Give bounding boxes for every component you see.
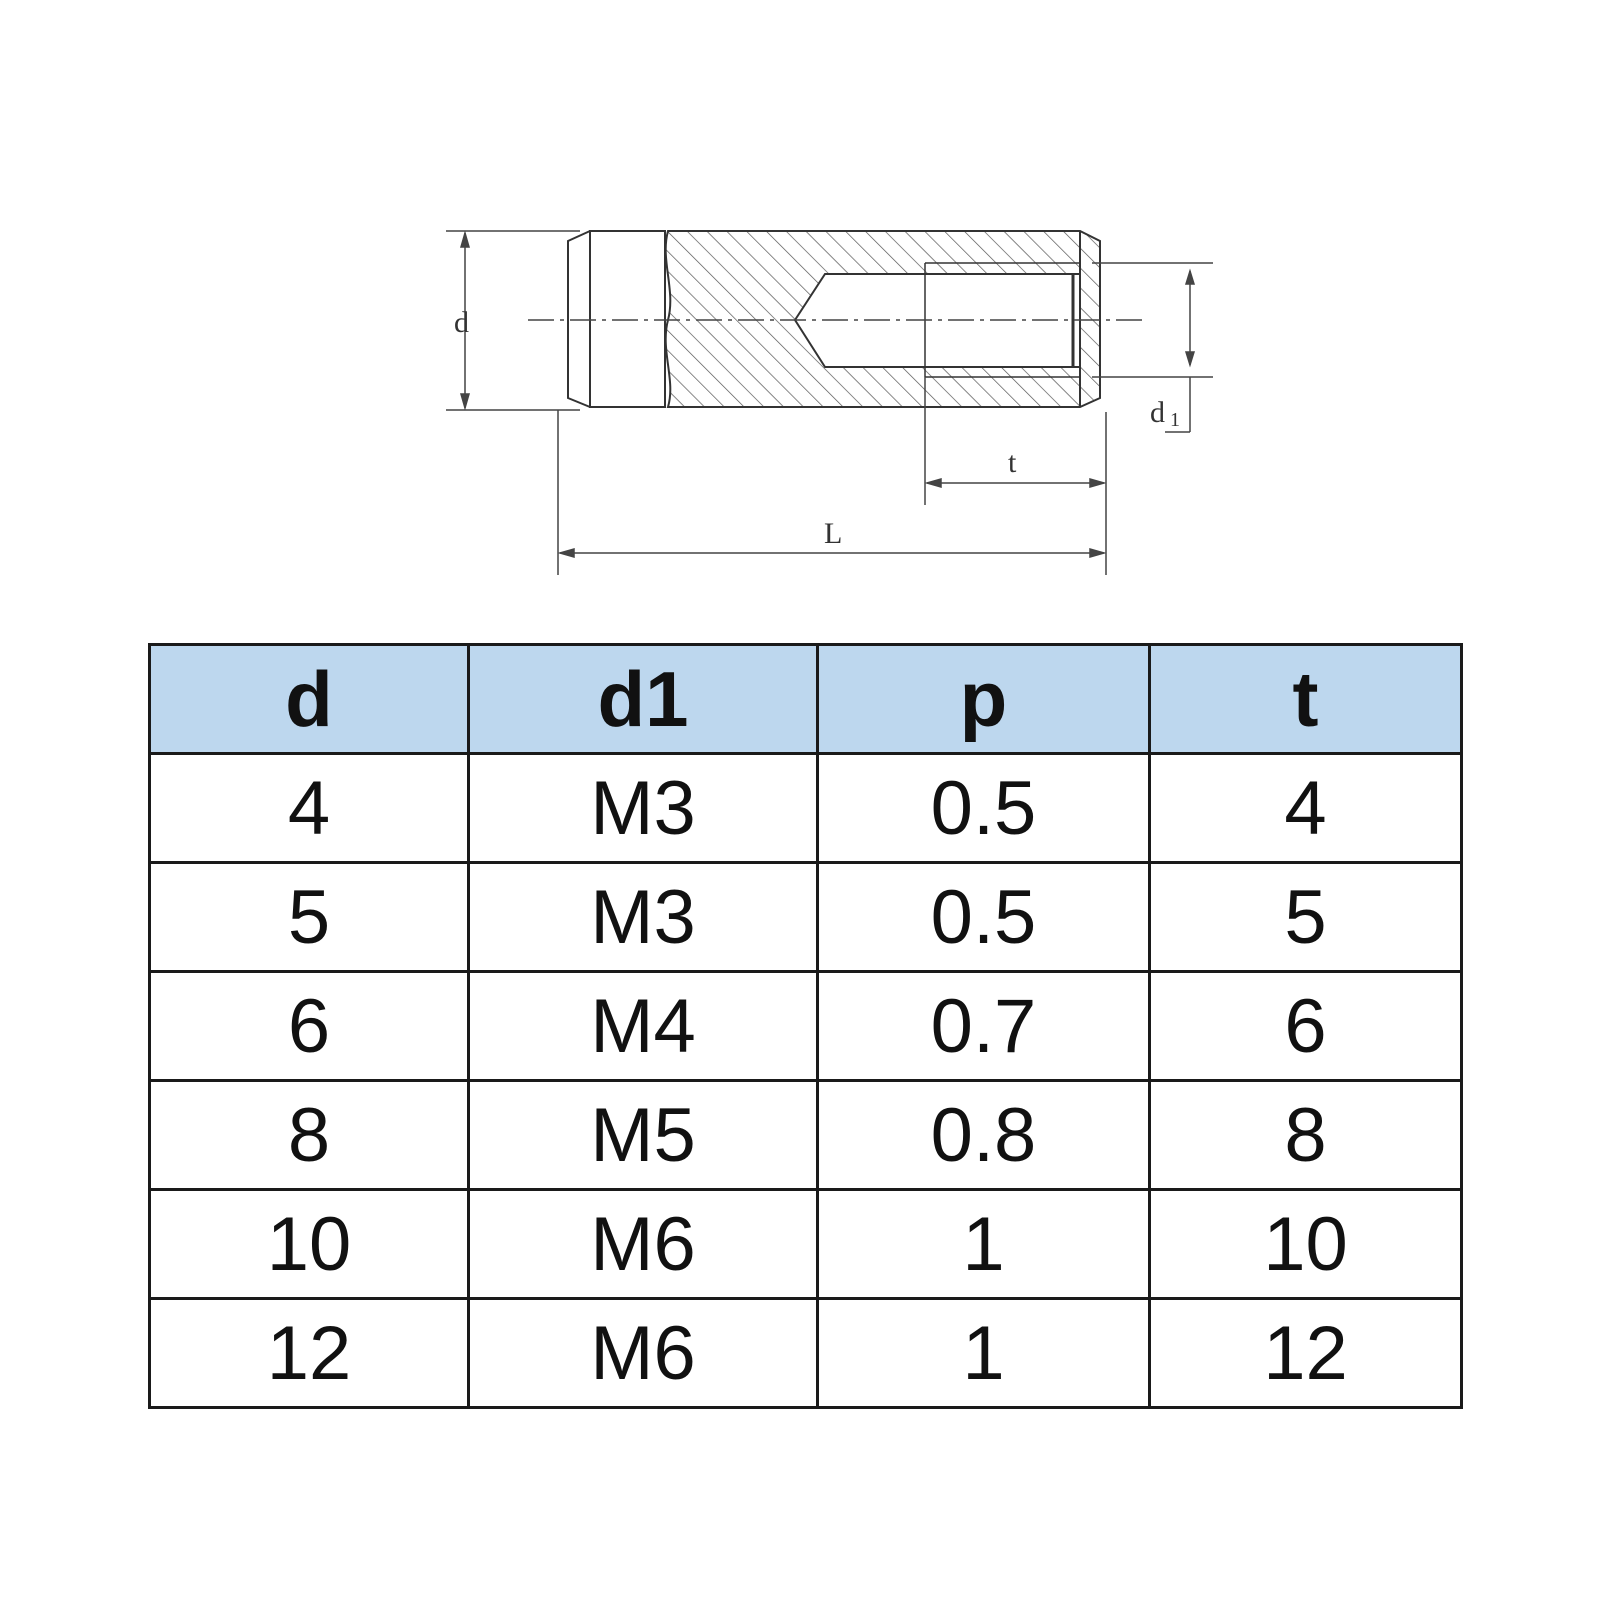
dimension-t	[924, 377, 1107, 575]
cell-p: 0.5	[816, 752, 1151, 864]
dimension-d1-label: d	[1150, 396, 1165, 429]
cell-t: 5	[1148, 861, 1463, 973]
cell-t: 4	[1148, 752, 1463, 864]
pin-technical-drawing: d d 1 t L	[446, 230, 1213, 575]
cell-p: 0.7	[816, 970, 1151, 1082]
cell-d: 10	[148, 1188, 470, 1300]
dimension-L-label: L	[824, 517, 842, 550]
column-header-d1: d1	[467, 643, 819, 755]
dimension-d1-subscript: 1	[1170, 409, 1180, 431]
cell-d1: M4	[467, 970, 819, 1082]
table-row: 12 M6 1 12	[148, 1297, 1463, 1409]
table-row: 6 M4 0.7 6	[148, 970, 1463, 1082]
cell-d1: M3	[467, 752, 819, 864]
table-row: 8 M5 0.8 8	[148, 1079, 1463, 1191]
dimension-d-label: d	[454, 306, 469, 339]
table-row: 5 M3 0.5 5	[148, 861, 1463, 973]
column-header-d: d	[148, 643, 470, 755]
cell-p: 0.5	[816, 861, 1151, 973]
cell-d: 4	[148, 752, 470, 864]
pin-body-outline	[567, 230, 666, 408]
column-header-t: t	[1148, 643, 1463, 755]
cell-t: 6	[1148, 970, 1463, 1082]
cell-p: 1	[816, 1297, 1151, 1409]
cell-d1: M5	[467, 1079, 819, 1191]
dimension-d1	[1092, 262, 1213, 433]
cell-p: 1	[816, 1188, 1151, 1300]
cell-t: 10	[1148, 1188, 1463, 1300]
spec-table: d d1 p t 4 M3 0.5 4 5 M3 0.5 5 6 M4 0.7 …	[148, 643, 1463, 1409]
cell-d1: M6	[467, 1297, 819, 1409]
table-row: 10 M6 1 10	[148, 1188, 1463, 1300]
column-header-p: p	[816, 643, 1151, 755]
pin-hatched-section	[664, 230, 1101, 408]
cell-d: 8	[148, 1079, 470, 1191]
cell-t: 12	[1148, 1297, 1463, 1409]
table-row: 4 M3 0.5 4	[148, 752, 1463, 864]
cell-p: 0.8	[816, 1079, 1151, 1191]
table-header-row: d d1 p t	[148, 643, 1463, 755]
cell-d: 12	[148, 1297, 470, 1409]
cell-t: 8	[1148, 1079, 1463, 1191]
dimension-L	[557, 410, 1107, 575]
cell-d1: M3	[467, 861, 819, 973]
cell-d: 5	[148, 861, 470, 973]
cell-d: 6	[148, 970, 470, 1082]
cell-d1: M6	[467, 1188, 819, 1300]
dimension-t-label: t	[1008, 446, 1017, 479]
